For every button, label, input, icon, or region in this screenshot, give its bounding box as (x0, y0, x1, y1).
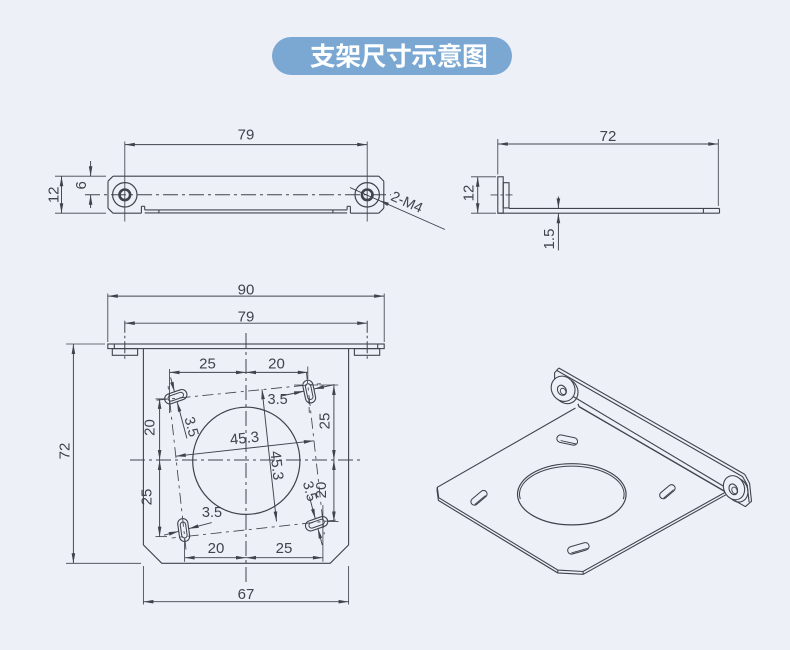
svg-text:1.5: 1.5 (541, 229, 558, 250)
svg-text:90: 90 (238, 281, 255, 298)
svg-text:79: 79 (238, 309, 255, 326)
svg-text:67: 67 (238, 586, 255, 603)
svg-text:25: 25 (138, 489, 155, 506)
svg-text:79: 79 (238, 127, 255, 144)
svg-text:25: 25 (276, 540, 293, 557)
svg-text:25: 25 (199, 355, 216, 372)
svg-text:72: 72 (600, 128, 617, 145)
svg-text:3.5: 3.5 (181, 415, 202, 439)
svg-text:6: 6 (73, 181, 90, 189)
svg-text:20: 20 (268, 355, 285, 372)
svg-text:12: 12 (460, 185, 477, 202)
svg-text:12: 12 (46, 186, 63, 203)
svg-text:20: 20 (313, 482, 330, 499)
svg-text:3.5: 3.5 (202, 505, 222, 521)
svg-text:20: 20 (208, 540, 225, 557)
svg-text:25: 25 (316, 413, 333, 430)
svg-text:45.3: 45.3 (266, 450, 286, 481)
svg-text:72: 72 (57, 443, 74, 460)
svg-text:45.3: 45.3 (229, 428, 260, 448)
svg-text:3.5: 3.5 (299, 480, 320, 504)
svg-text:3.5: 3.5 (268, 392, 288, 408)
svg-text:20: 20 (142, 419, 159, 436)
